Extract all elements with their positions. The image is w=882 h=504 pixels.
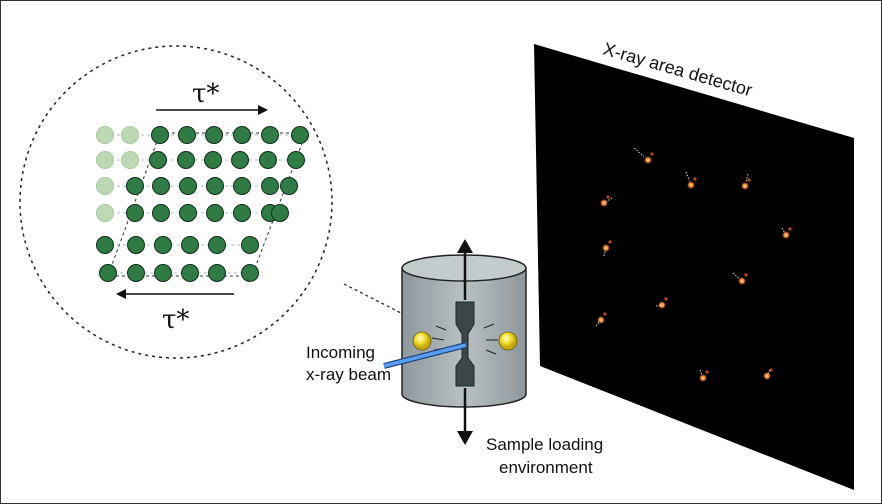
diffraction-spot-shift bbox=[664, 297, 668, 301]
tau-top-label: τ* bbox=[192, 79, 219, 109]
environment-label-line1: Sample loading bbox=[486, 435, 603, 454]
diffraction-spot bbox=[686, 180, 696, 190]
diffraction-spot-shift bbox=[705, 370, 709, 374]
spot-shift-arrow bbox=[732, 272, 740, 279]
spot-shift-arrow bbox=[767, 369, 771, 375]
lattice-atom-faded bbox=[96, 204, 114, 222]
lattice-atom bbox=[280, 177, 298, 195]
lattice-atom bbox=[241, 264, 259, 282]
diffraction-spot bbox=[596, 315, 606, 325]
diffraction-spot bbox=[599, 198, 609, 208]
lattice-atom bbox=[291, 126, 309, 144]
lattice-atom bbox=[271, 204, 289, 222]
beam-label-line2: x-ray beam bbox=[306, 365, 391, 384]
lattice-atom bbox=[206, 204, 224, 222]
spot-shift-arrow bbox=[606, 197, 613, 202]
diffraction-spot-shift bbox=[744, 273, 748, 277]
diffraction-spot-shift bbox=[608, 240, 612, 244]
lattice-atom bbox=[152, 177, 170, 195]
lattice-atom bbox=[233, 177, 251, 195]
diffraction-spot-shift bbox=[747, 178, 751, 182]
xray-beam-core bbox=[383, 343, 467, 368]
lattice-atom bbox=[181, 236, 199, 254]
spot-shift-arrow bbox=[603, 250, 606, 257]
diffraction-spot bbox=[737, 276, 747, 286]
sample-environment bbox=[401, 239, 527, 445]
spot-shift-arrow bbox=[745, 173, 749, 183]
diffraction-spot-shift bbox=[603, 312, 607, 316]
diffraction-spots bbox=[595, 147, 792, 383]
diffraction-spot-shift bbox=[788, 227, 792, 231]
crystal-lattice bbox=[96, 126, 309, 282]
unit-cell-outline bbox=[107, 132, 307, 277]
lattice-atom-faded bbox=[121, 126, 139, 144]
lattice-atom-faded bbox=[96, 151, 114, 169]
lattice-atom bbox=[233, 126, 251, 144]
spot-shift-arrow bbox=[633, 147, 645, 157]
diffraction-spot bbox=[762, 371, 772, 381]
lattice-atom bbox=[204, 151, 222, 169]
lattice-atom-faded bbox=[96, 177, 114, 195]
beam-label-line1: Incoming bbox=[306, 343, 375, 362]
lattice-atom bbox=[178, 126, 196, 144]
environment-label-line2: environment bbox=[499, 458, 593, 477]
lattice-atom bbox=[206, 177, 224, 195]
tau-bottom-label: τ* bbox=[162, 305, 189, 335]
lattice-atom bbox=[126, 177, 144, 195]
lattice-atom bbox=[99, 264, 117, 282]
lattice-atom bbox=[287, 151, 305, 169]
diffraction-spot bbox=[601, 243, 611, 253]
right-yellow-sphere bbox=[498, 331, 518, 351]
lattice-atom bbox=[151, 126, 169, 144]
lattice-atom bbox=[152, 204, 170, 222]
left-yellow-sphere bbox=[412, 331, 432, 351]
lattice-atom bbox=[177, 151, 195, 169]
lattice-atom bbox=[181, 264, 199, 282]
diffraction-spot bbox=[657, 300, 667, 310]
lattice-atom bbox=[179, 204, 197, 222]
diffraction-spot-shift bbox=[769, 368, 773, 372]
spot-shift-arrow bbox=[655, 304, 661, 307]
diffraction-spot bbox=[740, 181, 750, 191]
lattice-atom-faded bbox=[121, 151, 139, 169]
spot-shift-arrow bbox=[781, 227, 786, 234]
diffraction-spot-shift bbox=[606, 195, 610, 199]
lattice-atom bbox=[259, 151, 277, 169]
lattice-atom bbox=[127, 236, 145, 254]
lattice-atom bbox=[205, 126, 223, 144]
lattice-atom bbox=[149, 151, 167, 169]
lattice-atom bbox=[231, 151, 249, 169]
diffraction-spot-shift bbox=[650, 152, 654, 156]
lattice-atom bbox=[179, 177, 197, 195]
diffraction-spot bbox=[698, 373, 708, 383]
lattice-atom bbox=[208, 236, 226, 254]
lattice-atom bbox=[241, 236, 259, 254]
lattice-atom bbox=[126, 204, 144, 222]
diffraction-spot bbox=[781, 230, 791, 240]
lattice-atom bbox=[127, 264, 145, 282]
lattice-atom bbox=[261, 177, 279, 195]
spot-shift-arrow bbox=[595, 321, 600, 327]
diffraction-spot bbox=[643, 155, 653, 165]
lattice-atom bbox=[208, 264, 226, 282]
zoom-circle bbox=[19, 45, 333, 359]
lattice-atom-faded bbox=[96, 126, 114, 144]
spot-shift-arrow bbox=[699, 369, 703, 376]
xray-area-detector bbox=[534, 44, 854, 490]
lattice-atom bbox=[96, 236, 114, 254]
lattice-atom bbox=[233, 204, 251, 222]
lattice-atom bbox=[154, 264, 172, 282]
diffraction-spot-shift bbox=[693, 177, 697, 181]
lattice-atom bbox=[261, 126, 279, 144]
lattice-atom bbox=[154, 236, 172, 254]
